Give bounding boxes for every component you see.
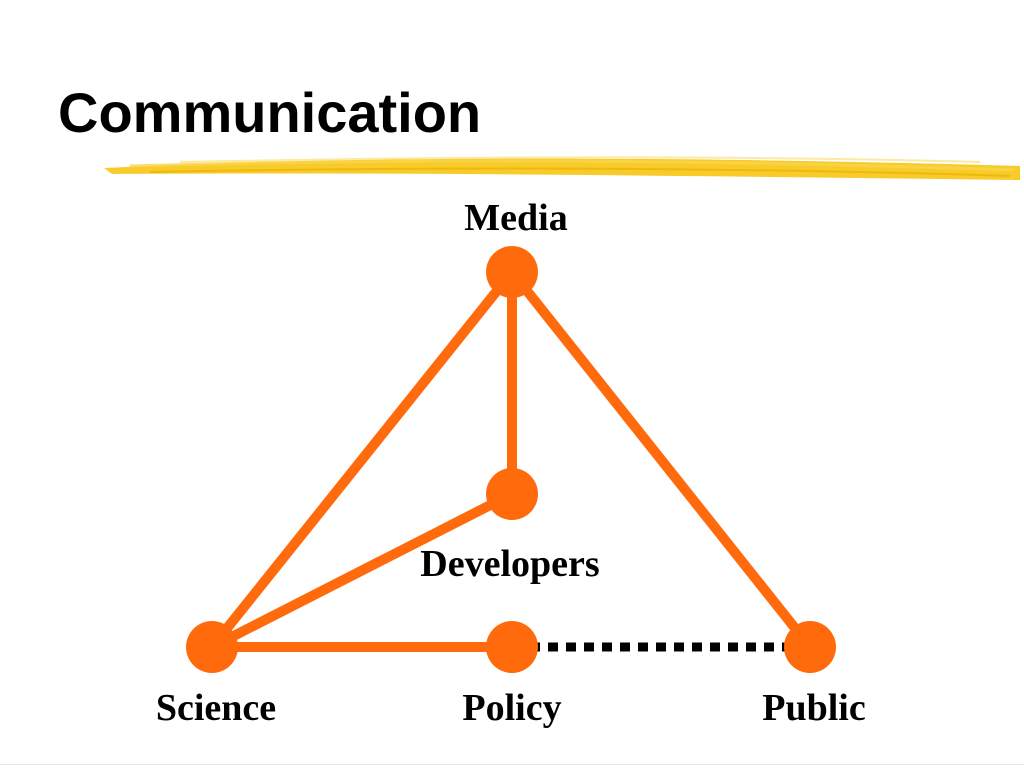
node-media <box>486 246 538 298</box>
highlighter-stroke <box>104 156 1020 180</box>
node-developers <box>486 468 538 520</box>
node-public <box>784 621 836 673</box>
edge-media-science <box>207 267 517 652</box>
node-policy <box>486 621 538 673</box>
slide-title: Communication <box>58 81 482 144</box>
node-label-media: Media <box>464 197 567 239</box>
node-label-public: Public <box>762 687 865 729</box>
node-science <box>186 621 238 673</box>
node-label-science: Science <box>156 687 276 729</box>
footer-divider <box>0 764 1024 765</box>
edge-science-developers <box>207 489 517 652</box>
edges <box>207 267 815 652</box>
nodes <box>186 246 836 673</box>
node-label-policy: Policy <box>462 687 561 729</box>
node-label-developers: Developers <box>420 543 599 585</box>
edge-media-public <box>507 267 815 652</box>
